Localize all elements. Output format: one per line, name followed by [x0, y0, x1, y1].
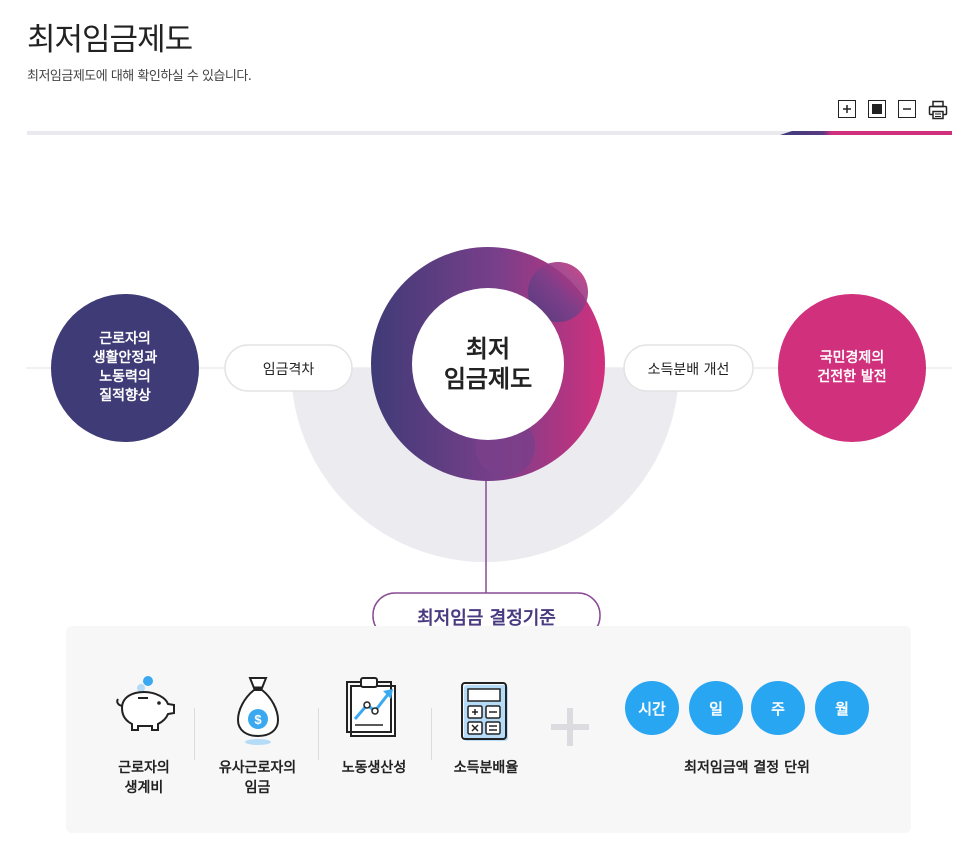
criteria-item-label: 근로자의 생계비 [118, 760, 170, 796]
criteria-item-label: 소득분배율 [453, 760, 519, 776]
criteria-title: 최저임금 결정기준 [417, 608, 556, 629]
money-bag-icon: $ [236, 677, 280, 745]
unit-week: 주 [751, 681, 805, 735]
left-pill-label: 임금격차 [262, 362, 315, 378]
piggy-bank-icon [116, 676, 175, 731]
clipboard-chart-icon [346, 677, 396, 737]
svg-text:$: $ [254, 712, 262, 727]
header-divider [27, 131, 952, 135]
printer-icon [928, 100, 948, 120]
font-size-tools [838, 100, 948, 120]
right-node-text: 국민경제의 건전한 발전 [817, 350, 887, 385]
print-button[interactable] [928, 100, 948, 120]
zoom-reset-button[interactable] [868, 100, 886, 118]
square-icon [872, 104, 882, 114]
left-pill [224, 344, 353, 392]
units-label: 최저임금액 결정 단위 [684, 760, 810, 776]
page-description: 최저임금제도에 대해 확인하실 수 있습니다. [27, 69, 252, 84]
unit-day: 일 [689, 681, 743, 735]
calculator-icon [461, 682, 508, 741]
ring-highlight-top [528, 262, 588, 322]
right-pill [623, 344, 754, 392]
center-core [412, 288, 564, 440]
header-divider-accent [780, 131, 952, 135]
zoom-in-button[interactable] [838, 100, 856, 118]
plus-box-icon [843, 105, 851, 113]
criteria-divider [194, 708, 195, 760]
left-node-text: 근로자의 생활안정과 노동력의 질적향상 [92, 331, 158, 404]
criteria-divider [431, 708, 432, 760]
criteria-divider [318, 708, 319, 760]
criteria-item-label: 노동생산성 [341, 760, 407, 776]
plus-icon [551, 708, 589, 746]
right-pill-label: 소득분배 개선 [647, 362, 730, 378]
zoom-out-button[interactable] [898, 100, 916, 118]
criteria-item-label: 유사근로자의 임금 [218, 760, 297, 796]
right-node [778, 294, 926, 442]
page-title: 최저임금제도 [27, 22, 193, 58]
left-node [51, 294, 199, 442]
center-label: 최저 임금제도 [443, 335, 533, 393]
minus-box-icon [903, 108, 911, 110]
unit-month: 월 [815, 681, 869, 735]
unit-hour: 시간 [625, 681, 679, 735]
